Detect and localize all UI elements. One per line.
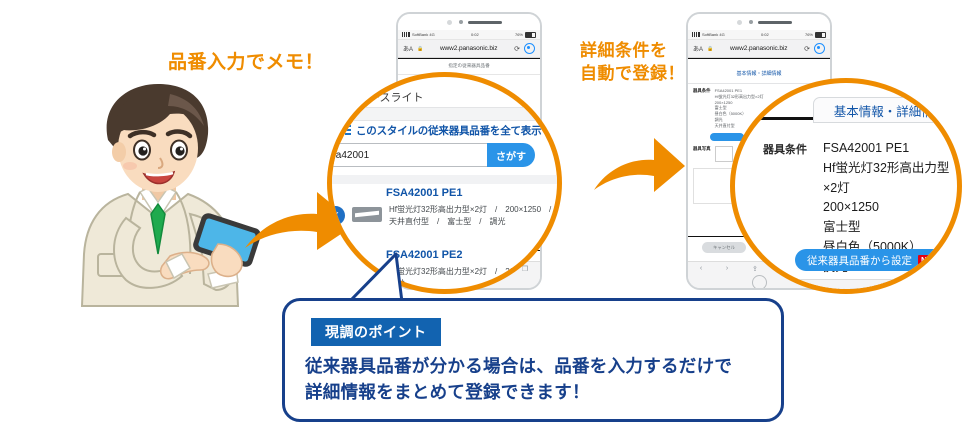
- clock-label: 0:02: [470, 32, 479, 37]
- arrow-to-left-phone: [243, 178, 358, 253]
- search-button[interactable]: さがす: [487, 143, 535, 167]
- tab-label[interactable]: 基本情報・詳細情報: [833, 104, 947, 119]
- speaker-icon: [758, 21, 792, 24]
- mag-right-bottom-bar: [735, 279, 957, 289]
- lock-icon: 🔒: [417, 45, 424, 52]
- man-with-smartphone-icon: [80, 84, 261, 307]
- signal-icon: [402, 32, 410, 37]
- mag-left-page-title: ベースライト: [358, 92, 424, 104]
- signal-icon: [692, 32, 700, 37]
- arrow-right-curved-icon: [245, 192, 356, 250]
- set-button-label: 従来器具品番から設定: [807, 254, 912, 267]
- address-field[interactable]: www2.panasonic.biz: [439, 45, 498, 52]
- list-item[interactable]: FSA42001 PE2 ✓ Hf蛍光灯32形高出力型×2灯 / 200×125…: [332, 249, 557, 289]
- back-icon[interactable]: ‹: [699, 265, 703, 272]
- product-thumbnail: [352, 207, 382, 222]
- carrier-label: SoftBank 4G: [702, 32, 725, 37]
- result-spec: Hf蛍光灯32形高出力型×2灯 / 200×1250 / 天井…: [389, 267, 557, 288]
- tab-icon[interactable]: [814, 43, 825, 54]
- phone-right-url-bar[interactable]: あA 🔒 www2.panasonic.biz ⟳: [688, 40, 830, 58]
- camera-icon: [447, 20, 452, 25]
- phone-right-cancel-button[interactable]: キャンセル: [702, 242, 746, 253]
- tabs-icon[interactable]: ❐: [521, 265, 529, 273]
- mag-left-separator: [332, 107, 557, 121]
- carrier-label: SoftBank 4G: [412, 32, 435, 37]
- check-icon[interactable]: ✓: [332, 268, 345, 287]
- forward-icon[interactable]: ›: [725, 265, 729, 272]
- phone-right-top-bezel: [688, 14, 830, 30]
- phone-right-set-button[interactable]: [710, 132, 744, 141]
- chevron-down-icon[interactable]: ▾: [907, 287, 926, 289]
- share-icon[interactable]: ⇪: [751, 265, 758, 273]
- arrow-right-curved-icon: [594, 138, 685, 192]
- mag-right-tab[interactable]: 基本情報・詳細情報: [813, 97, 957, 123]
- tab-icon[interactable]: [524, 43, 535, 54]
- callout-body: 従来器具品番が分かる場合は、品番を入力するだけで 詳細情報をまとめて登録できます…: [305, 356, 733, 403]
- result-code[interactable]: FSA42001 PE1: [386, 187, 463, 199]
- callout-badge: 現調のポイント: [311, 318, 441, 346]
- lock-icon: 🔒: [707, 45, 714, 52]
- callout-tail: [291, 252, 412, 306]
- phone-left-status-bar: SoftBank 4G 0:02 76%: [398, 30, 540, 40]
- battery-icon: [525, 31, 536, 38]
- phone-right-field-label: 器具条件: [693, 88, 711, 93]
- battery-percent-label: 76%: [804, 32, 813, 37]
- callout-pointer-icon: [291, 252, 405, 306]
- mag-left-search-row[interactable]: fsa42001 さがす: [332, 143, 535, 167]
- check-icon[interactable]: ✓: [332, 206, 345, 225]
- speaker-icon: [468, 21, 502, 24]
- mag-left-style-link[interactable]: このスタイルの従来器具品番を全て表示: [356, 125, 542, 137]
- point-callout: 現調のポイント 従来器具品番が分かる場合は、品番を入力するだけで 詳細情報をまと…: [282, 298, 784, 422]
- reload-icon[interactable]: ⟳: [804, 45, 810, 53]
- phone-right-field-value: FSA42001 PE1 Hf蛍光灯32形高出力型×2灯 200×1250 富士…: [714, 88, 764, 128]
- phone-right-tab-label[interactable]: 基本情報・詳細情報: [736, 71, 782, 77]
- reload-icon[interactable]: ⟳: [514, 45, 520, 53]
- sensor-icon: [749, 20, 753, 24]
- mag-right-panel-box: [935, 281, 957, 289]
- headline-left: 品番入力でメモ！: [168, 52, 325, 73]
- phone-left-top-bezel: [398, 14, 540, 30]
- list-item[interactable]: FSA42001 PE1 ✓ Hf蛍光灯32形高出力型×2灯 / 200×125…: [332, 187, 557, 228]
- result-code[interactable]: FSA42001 PE2: [386, 249, 463, 261]
- phone-left-url-bar[interactable]: あA 🔒 www2.panasonic.biz ⟳: [398, 40, 540, 58]
- search-input[interactable]: fsa42001: [332, 143, 487, 167]
- mag-left-style-link-row[interactable]: このスタイルの従来器具品番を全て表示: [340, 123, 542, 138]
- set-from-legacy-code-button[interactable]: 従来器具品番から設定 NEW: [795, 249, 955, 271]
- phone-right-photo-label: 器具写真: [693, 145, 711, 151]
- clock-label: 0:02: [760, 32, 769, 37]
- phone-right-photo-thumb: [714, 145, 733, 162]
- field-label: 器具条件: [763, 144, 807, 156]
- text-size-button[interactable]: あA: [693, 47, 704, 53]
- sensor-icon: [459, 20, 463, 24]
- battery-icon: [815, 31, 826, 38]
- battery-percent-label: 76%: [514, 32, 523, 37]
- magnifier-right: 基本情報・詳細情報 器具条件 FSA42001 PE1 Hf蛍光灯32形高出力型…: [730, 78, 962, 294]
- result-spec: Hf蛍光灯32形高出力型×2灯 / 200×1250 / 天井直付型 / 富士型…: [389, 205, 557, 226]
- address-field[interactable]: www2.panasonic.biz: [729, 45, 788, 52]
- arrow-to-right-phone: [592, 126, 687, 196]
- phone-left-top-note: 指定の従来器具品番: [448, 63, 490, 68]
- list-icon: [340, 125, 351, 136]
- character-illustration: [70, 78, 261, 313]
- phone-right-status-bar: SoftBank 4G 0:02 76%: [688, 30, 830, 40]
- mag-left-sep-label: 全て表示: [528, 109, 549, 115]
- magnifier-left: ベースライト 全て表示 このスタイルの従来器具品番を全て表示 fsa42001 …: [327, 72, 562, 294]
- mag-left-divider: [332, 175, 557, 184]
- camera-icon: [737, 20, 742, 25]
- text-size-button[interactable]: あA: [403, 47, 414, 53]
- headline-right: 詳細条件を 自動で登録！: [580, 41, 685, 83]
- new-badge: NEW: [918, 254, 943, 266]
